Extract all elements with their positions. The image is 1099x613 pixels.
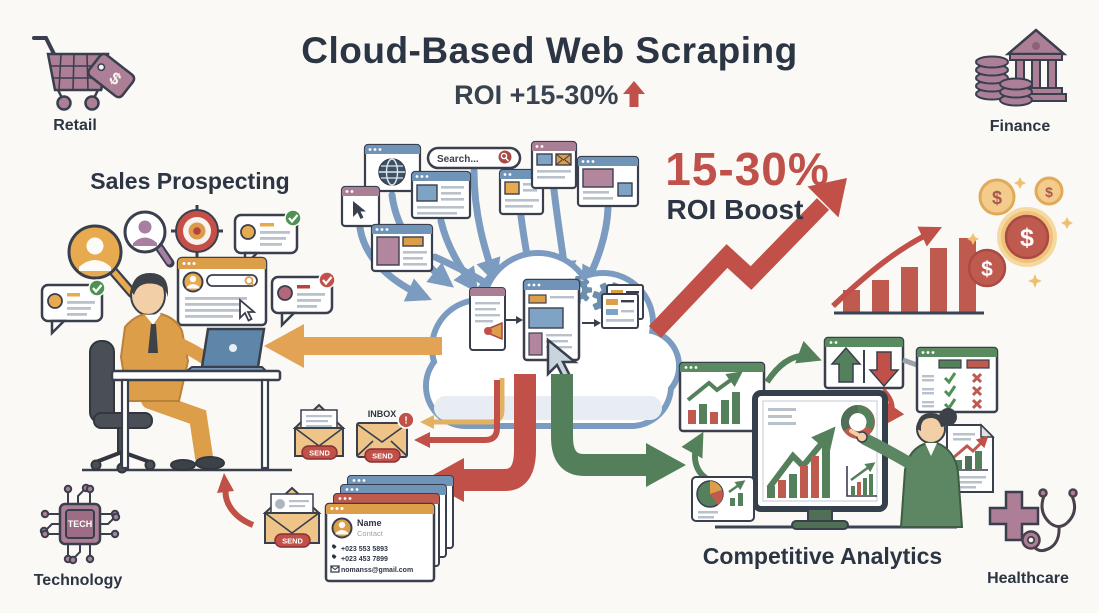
- check-badge-icon: [284, 209, 302, 227]
- contact-card-stack: Name Contact +023 553 5893 +023 453 7899…: [324, 475, 454, 583]
- dollar-coins-cluster: $ $ $ $: [967, 176, 1073, 288]
- desk: [110, 369, 282, 470]
- svg-text:$: $: [1045, 184, 1053, 200]
- chip-label: TECH: [68, 519, 93, 529]
- retail-cart-icon: $: [32, 36, 136, 111]
- svg-text:SEND: SEND: [282, 537, 303, 546]
- cursor-icon: [353, 201, 366, 219]
- up-arrow-icon: [830, 346, 862, 383]
- target-icon: [171, 205, 223, 257]
- analytics-monitor: [752, 390, 888, 530]
- pie-summary-card: [691, 476, 755, 522]
- technology-label: Technology: [33, 572, 123, 589]
- page-title: Cloud-Based Web Scraping: [301, 30, 798, 71]
- alert-badge-icon: [397, 411, 415, 429]
- up-down-compare-window: [823, 336, 905, 390]
- svg-text:$: $: [1020, 224, 1034, 252]
- cursor-icon: [239, 298, 257, 322]
- email-outreach-cluster: SEND INBOX ! SEND SEND: [217, 403, 415, 548]
- svg-text:$: $: [981, 258, 993, 281]
- contact-card: Name Contact +023 553 5893 +023 453 7899…: [324, 502, 436, 583]
- mail-icon: [330, 565, 340, 573]
- verified-contact-bubble: [233, 209, 302, 269]
- retail-label: Retail: [53, 117, 97, 134]
- healthcare-icon: [988, 488, 1078, 553]
- finance-bank-icon: [975, 28, 1068, 107]
- browser-window: [410, 170, 472, 220]
- search-icon: [498, 150, 512, 164]
- finance-label: Finance: [989, 118, 1051, 135]
- card-subtitle: Contact: [357, 529, 384, 538]
- healthcare-label: Healthcare: [987, 570, 1069, 587]
- check-badge-icon: [88, 279, 106, 297]
- card-email: nomanss@gmail.com: [341, 567, 413, 574]
- roi-up-arrow-icon: [622, 81, 645, 107]
- browser-window-cursor: [340, 185, 381, 228]
- phone-icon: [332, 554, 337, 559]
- card-phone1: +023 553 5893: [341, 546, 388, 553]
- page-subtitle-row: ROI +15-30%: [0, 80, 1099, 111]
- svg-text:SEND: SEND: [309, 449, 330, 458]
- decline-arrow: [881, 388, 905, 425]
- svg-text:SEND: SEND: [372, 452, 393, 461]
- browser-window-globe: [363, 143, 422, 193]
- comparison-checklist-window: [915, 346, 999, 414]
- card-phone2: +023 453 7899: [341, 556, 388, 563]
- prospecting-icons-cluster: [40, 205, 336, 337]
- price-tag-icon: $: [87, 52, 136, 99]
- svg-text:!: !: [404, 416, 407, 427]
- analytics-chart-window: [678, 361, 766, 433]
- coin-stack-icon: [975, 55, 1033, 107]
- search-bar: Search...: [426, 146, 522, 170]
- stethoscope-icon: [1021, 488, 1078, 553]
- verified-contact-bubble: [40, 279, 106, 337]
- browser-window: [576, 155, 640, 208]
- search-field: [206, 274, 258, 287]
- lead-search-icon: [67, 224, 137, 298]
- send-contact-email-icon: SEND: [262, 486, 322, 548]
- technology-chip-icon: TECH: [39, 483, 121, 565]
- extraction-pipeline: [469, 278, 644, 381]
- browser-window: [370, 223, 434, 273]
- sparkle-icon: [967, 177, 1073, 288]
- coin-icon: $: [997, 207, 1057, 267]
- coin-icon: $: [1034, 176, 1064, 206]
- svg-text:$: $: [992, 188, 1002, 208]
- trend-arrow: [764, 340, 822, 384]
- search-placeholder: Search...: [437, 154, 479, 165]
- coin-icon: $: [978, 178, 1016, 216]
- growth-bar-chart: [831, 226, 984, 315]
- leads-output-arrow: [264, 324, 442, 368]
- roi-subtitle: ROI +15-30%: [454, 80, 619, 110]
- analyst-woman: [849, 408, 964, 528]
- roi-percent: 15-30%: [665, 143, 830, 195]
- sales-prospecting-heading: Sales Prospecting: [90, 168, 290, 194]
- svg-text:INBOX: INBOX: [368, 409, 397, 419]
- competitive-analytics-heading: Competitive Analytics: [702, 543, 943, 569]
- down-arrow-icon: [868, 351, 900, 388]
- alert-badge-icon: [318, 271, 336, 289]
- prospect-search-icon: [123, 210, 175, 268]
- inbox-email-icon: INBOX ! SEND: [356, 409, 415, 463]
- send-email-icon: SEND: [292, 403, 346, 460]
- insight-arrow: [681, 431, 716, 485]
- card-name: Name: [357, 518, 382, 528]
- connector-line: [902, 357, 918, 368]
- salesperson-at-desk: [82, 273, 292, 474]
- roi-boost-label: ROI Boost: [666, 194, 804, 225]
- competitive-analytics-cluster: [678, 336, 999, 530]
- roi-growth-arrow: [648, 178, 847, 338]
- profile-search-window: [176, 256, 268, 327]
- mail-icon: [555, 153, 572, 166]
- browser-window-mail: [530, 140, 578, 190]
- coin-icon: $: [967, 248, 1007, 288]
- phone-icon: [332, 544, 337, 549]
- reply-arrow: [222, 486, 255, 528]
- cloud-processing-illustration: [423, 250, 682, 429]
- flagged-contact-bubble: [270, 271, 336, 329]
- scraped-websites-cluster: Search...: [340, 140, 640, 302]
- mini-chart-icon: [846, 462, 877, 497]
